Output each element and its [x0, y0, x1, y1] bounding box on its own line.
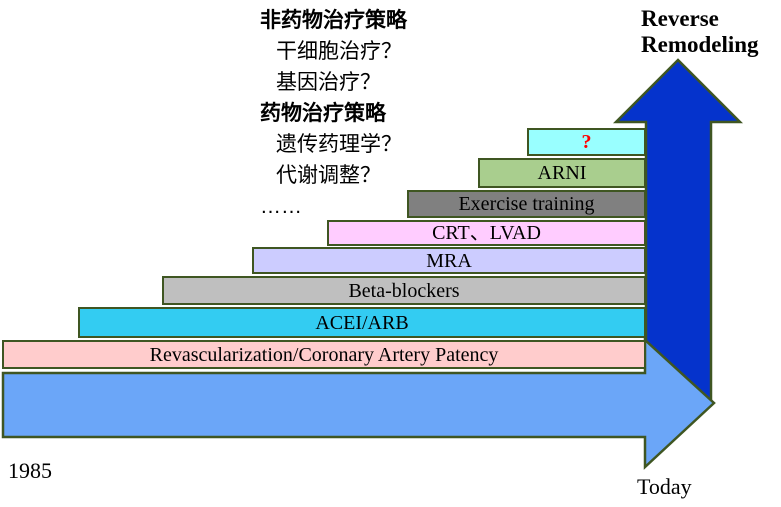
bar-beta-blockers: Beta-blockers: [162, 276, 646, 305]
reverse-remodeling-label: Reverse Remodeling: [641, 6, 759, 58]
strategy-item: ……: [260, 195, 302, 218]
bar-label-crt-lvad: CRT、LVAD: [432, 222, 541, 244]
reverse-remodeling-line2: Remodeling: [641, 32, 759, 57]
timeline-start-label: 1985: [8, 458, 52, 483]
bar-crt-lvad: CRT、LVAD: [327, 220, 646, 246]
strategy-item: 基因治疗？: [276, 71, 381, 94]
bar-label-acei-arb: ACEI/ARB: [315, 311, 409, 334]
bar-label-exercise-training: Exercise training: [458, 193, 595, 215]
bar-acei-arb: ACEI/ARB: [78, 307, 646, 338]
strategy-item: 代谢调整？: [276, 164, 381, 187]
timeline-end-label: Today: [637, 474, 692, 499]
strategy-header: 药物治疗策略: [260, 102, 386, 125]
bar-label-mra: MRA: [426, 249, 472, 272]
strategy-header: 非药物治疗策略: [260, 9, 407, 32]
bar-label-beta-blockers: Beta-blockers: [348, 279, 460, 302]
bar-label-revascularization: Revascularization/Coronary Artery Patenc…: [149, 343, 499, 366]
bar-exercise-training: Exercise training: [407, 190, 646, 218]
reverse-remodeling-line1: Reverse: [641, 6, 719, 31]
bar-mra: MRA: [252, 247, 646, 274]
bar-label-future-question: ?: [581, 131, 592, 153]
strategy-item: 遗传药理学？: [276, 133, 402, 156]
strategy-text-block: 非药物治疗策略干细胞治疗？ 基因治疗？ 药物治疗策略遗传药理学？ 代谢调整？ ……: [260, 5, 407, 222]
bar-label-arni: ARNI: [537, 162, 587, 184]
bar-future-question: ?: [527, 128, 646, 156]
bar-arni: ARNI: [478, 158, 646, 188]
strategy-item: 干细胞治疗？: [276, 40, 402, 63]
bar-revascularization: Revascularization/Coronary Artery Patenc…: [2, 340, 646, 369]
